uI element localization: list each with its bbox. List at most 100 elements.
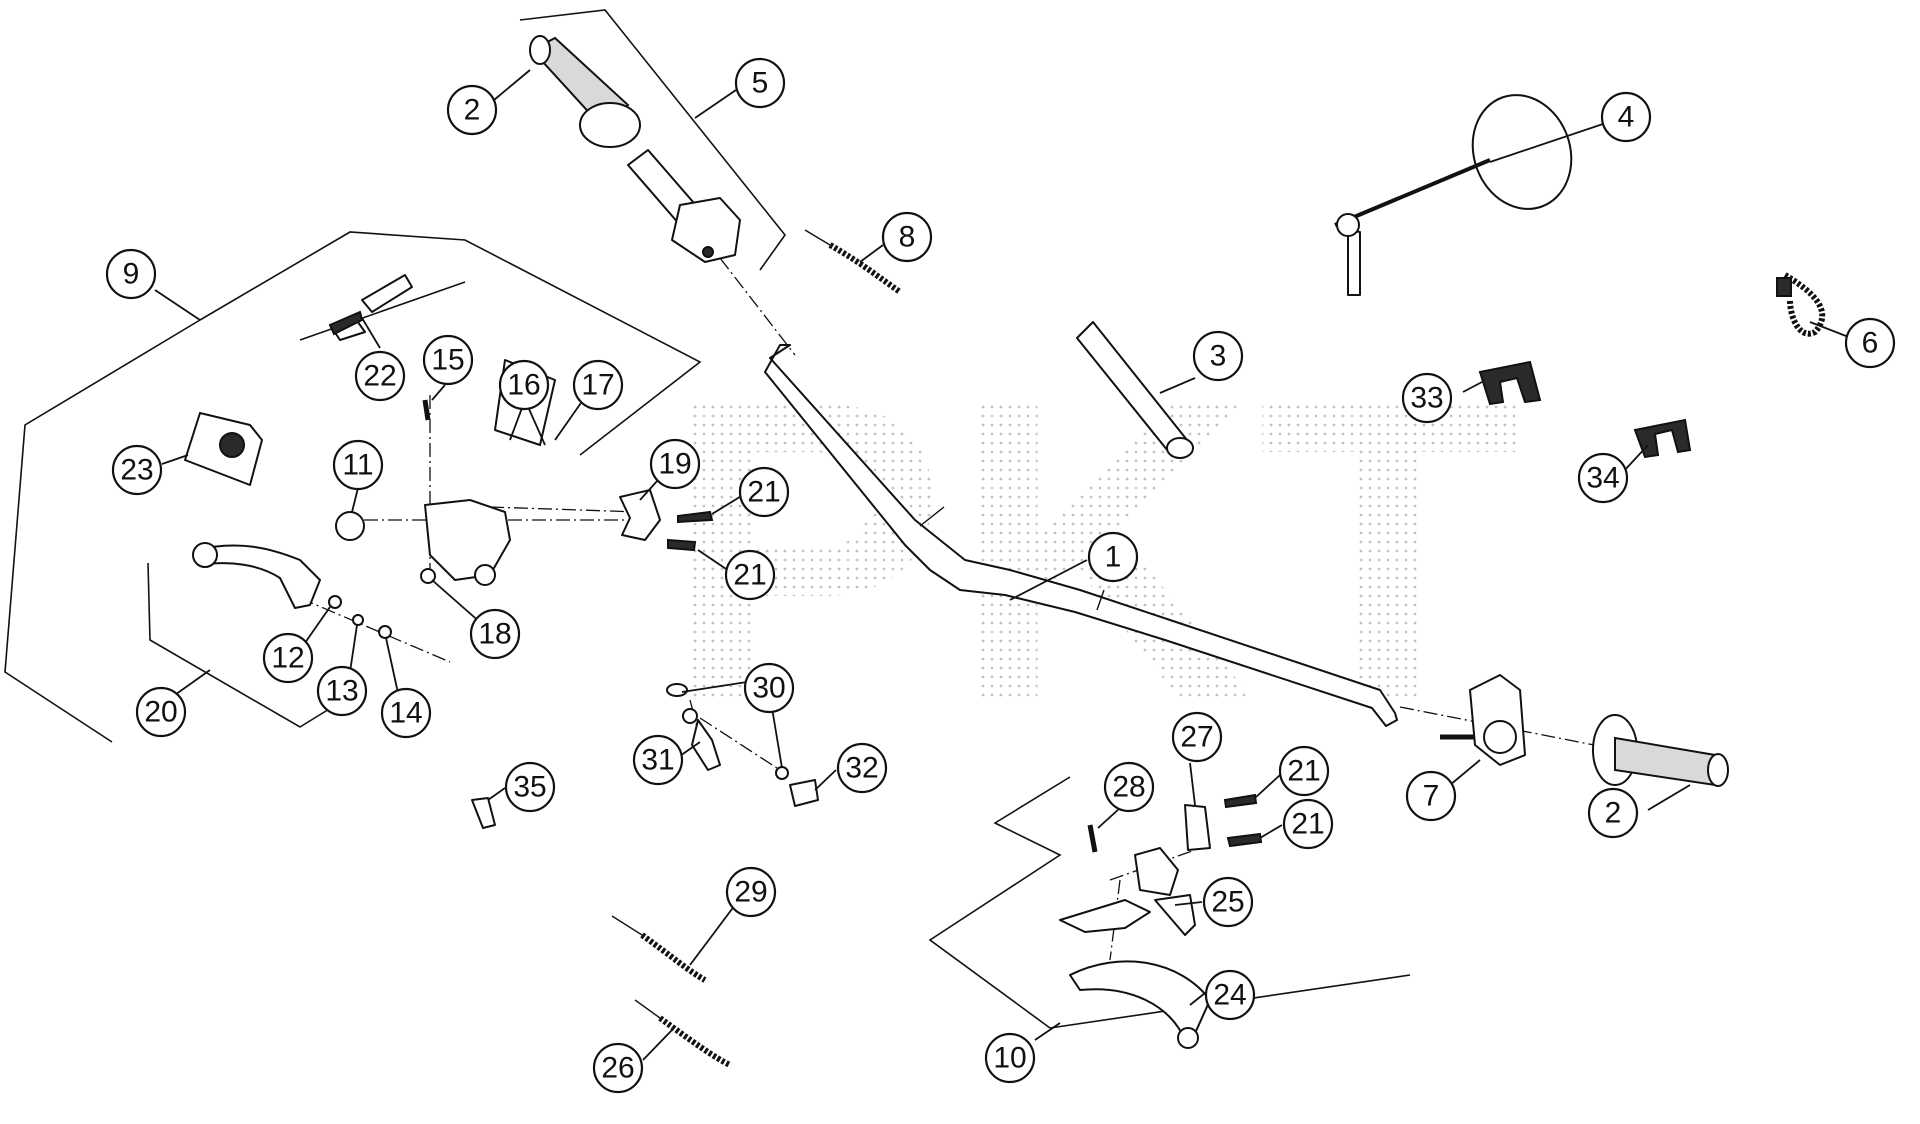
leader-29 [689,904,736,966]
callout-10: 10 [984,1032,1036,1084]
callout-4-label: 4 [1618,101,1635,134]
switch-washer-30c [775,766,789,780]
leader-34 [1622,444,1649,473]
grip-left [529,35,641,148]
master-cylinder-port [474,564,496,586]
clutch-lever-blade [1059,899,1151,933]
leader-21c [1255,774,1281,798]
leader-23 [161,454,189,465]
throttle-cable-end [804,229,831,246]
throttle-housing [671,197,741,263]
handlebar-bend-mark-1 [919,506,945,527]
clamp-33 [1478,360,1542,406]
washer-18 [420,568,436,584]
leader-14 [385,637,399,694]
axis-switch-30 [699,717,781,771]
callout-2b-label: 2 [1605,797,1622,830]
callout-33-label: 33 [1410,382,1443,415]
callout-32: 32 [836,742,888,794]
callouts: 2 5 4 8 9 6 3 22 15 16 17 33 23 11 19 21… [105,57,1896,1094]
throttle-cable [804,229,902,295]
leader-8 [859,244,884,263]
grip-left-flange [579,102,641,148]
callout-29: 29 [725,866,777,918]
leader-35 [487,787,506,801]
clamp-33-body [1478,360,1542,406]
cable-26-sheath [658,1015,732,1068]
callout-13: 13 [316,665,368,717]
callout-34: 34 [1577,452,1629,504]
bolt-21-clutch-lower [1226,832,1263,848]
leader-1 [1009,559,1088,601]
switch-pin-30b [682,708,698,724]
clutch-perch-body [1134,847,1179,896]
bolt-28 [1087,824,1098,853]
callout-21b-label: 21 [733,559,766,592]
callout-14-label: 14 [389,697,422,730]
leader-30a [681,681,748,693]
bolt-21-lower [667,538,697,552]
callout-25-label: 25 [1211,886,1244,919]
switch-22-plunger [361,274,413,313]
callout-24: 24 [1204,969,1256,1021]
cable-29-sheath [640,932,707,983]
lever-guard-tip [1177,1027,1199,1049]
cable-tie-head [1776,277,1792,297]
callout-19: 19 [649,438,701,490]
cable-29 [611,915,707,983]
leader-15 [431,384,446,401]
callout-22: 22 [354,350,406,402]
callout-3: 3 [1192,330,1244,382]
callout-16-label: 16 [507,369,540,402]
leader-4 [1489,123,1604,163]
grip-left-end [529,35,551,65]
callout-12: 12 [262,632,314,684]
clamp-34 [1633,418,1692,459]
leader-5 [694,89,737,119]
leader-13 [349,624,358,673]
callout-5: 5 [734,57,786,109]
handlebar-tube [764,344,1398,727]
leader-22 [361,317,381,349]
right-switch [1440,674,1526,766]
callout-31: 31 [632,734,684,786]
group-outline-10 [928,776,1071,1029]
callout-34-label: 34 [1586,462,1619,495]
leader-9 [154,289,201,321]
axis-clutch-perch [1109,849,1196,881]
callout-7-label: 7 [1423,780,1440,813]
grip-right-body [1614,736,1716,787]
leader-2a [493,69,531,101]
callout-9-label: 9 [123,258,140,291]
group-outline-9-left [4,319,201,743]
cable-26-end [634,999,661,1019]
leader-21a [711,494,744,515]
kill-switch [666,683,819,807]
switch-connector-31 [691,719,721,771]
callout-32-label: 32 [845,752,878,785]
callout-12-label: 12 [271,642,304,675]
leader-33 [1462,381,1483,393]
callout-15-label: 15 [431,344,464,377]
crossbar-pad [1076,321,1194,459]
group-outline-9 [199,231,702,456]
callout-26: 26 [592,1042,644,1094]
throttle-tube [627,149,741,263]
mirror-ball-joint [1336,213,1360,237]
master-cylinder-assembly [328,274,714,586]
callout-21c-label: 21 [1287,755,1320,788]
axis-throttle-to-bar [719,257,796,356]
leader-18 [431,579,483,625]
callout-18: 18 [469,608,521,660]
pivot-nut-14 [378,625,392,639]
bolt-21-clutch-upper [1223,793,1258,809]
callout-18-label: 18 [478,618,511,651]
bolt-21-upper [677,510,714,524]
callout-23: 23 [111,444,163,496]
callout-17-label: 17 [581,369,614,402]
grip-right [1592,714,1729,787]
cable-26 [634,999,732,1068]
lever-20-tip [192,542,218,568]
callout-26-label: 26 [601,1052,634,1085]
